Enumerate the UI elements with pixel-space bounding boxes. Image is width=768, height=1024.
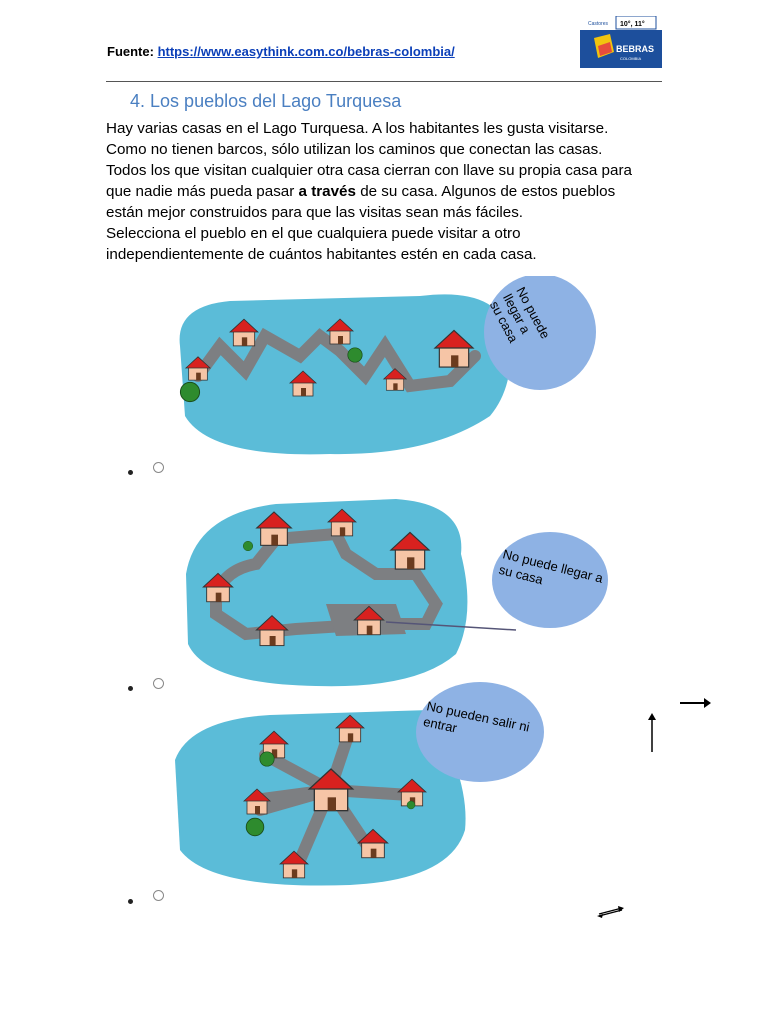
option-1-radio[interactable] [153,462,164,473]
body-line: Todos los que visitan cualquier otra cas… [106,162,632,179]
body-bold-fragment: a través [298,183,356,200]
list-bullet [128,899,133,904]
list-bullet [128,470,133,475]
body-line: que nadie más pueda pasar a través de su… [106,181,666,202]
body-line: están mejor construidos para que las vis… [106,204,524,221]
double-arrow-icon [597,906,624,918]
body-line: Como no tienen barcos, sólo utilizan los… [106,141,603,158]
bubble-pointer [385,621,517,631]
village-option-3: No pueden salir ni entrar [175,682,544,886]
list-bullet [128,686,133,691]
tree [347,347,363,363]
village-option-1: No puede llegar a su casa [179,276,596,455]
question-heading: 4. Los pueblos del Lago Turquesa [130,91,401,112]
body-fragment: de su casa. Algunos de estos pueblos [360,183,616,200]
tree [245,817,265,837]
bebras-logo: Castores 10°, 11° BEBRAS COLOMBIA [580,16,662,68]
header-divider [106,81,662,82]
logo-top-text: Castores [588,21,609,27]
question-title: Los pueblos del Lago Turquesa [150,91,402,111]
village-option-2: No puede llegar a su casa [186,499,608,687]
tree [406,800,416,810]
source-link[interactable]: https://www.easythink.com.co/bebras-colo… [157,44,455,59]
question-number: 4. [130,91,146,111]
option-2-radio[interactable] [153,678,164,689]
option-3-radio[interactable] [153,890,164,901]
road [249,724,416,866]
speech-bubble [416,682,544,782]
speech-bubble [484,276,596,390]
logo-brand-text: BEBRAS [616,44,654,54]
body-line: Selecciona el pueblo en el que cualquier… [106,225,521,242]
body-line: Hay varias casas en el Lago Turquesa. A … [106,120,609,137]
tree [179,381,201,403]
arrow-right-icon [680,698,711,708]
source-line: Fuente: https://www.easythink.com.co/beb… [107,44,455,59]
logo-sub-text: COLOMBIA [620,56,641,61]
question-body: Hay varias casas en el Lago Turquesa. A … [106,118,666,265]
logo-grades-text: 10°, 11° [620,20,645,28]
arrow-up-icon [648,713,656,752]
speech-bubble [492,532,608,628]
bubble-text: entrar [422,714,459,736]
body-fragment: que nadie más pueda pasar [106,183,295,200]
source-label: Fuente: [107,44,154,59]
tree [242,540,254,552]
tree [259,751,275,767]
body-line: independientemente de cuántos habitantes… [106,246,537,263]
